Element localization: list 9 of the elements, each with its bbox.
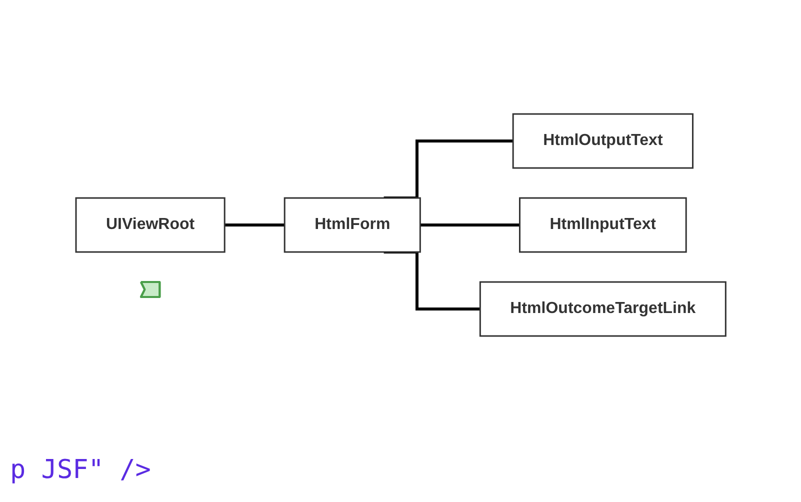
connector: [420, 224, 520, 226]
node-box: HtmlOutputText: [512, 113, 694, 169]
node-box: HtmlInputText: [518, 197, 686, 253]
node-box: HtmlOutcomeTargetLink: [479, 281, 726, 337]
node-box: UIViewRoot: [74, 197, 226, 253]
node-box: HtmlForm: [284, 197, 421, 253]
connector: [383, 140, 513, 200]
code-snippet: p JSF" />: [10, 455, 151, 485]
connector: [224, 224, 284, 226]
